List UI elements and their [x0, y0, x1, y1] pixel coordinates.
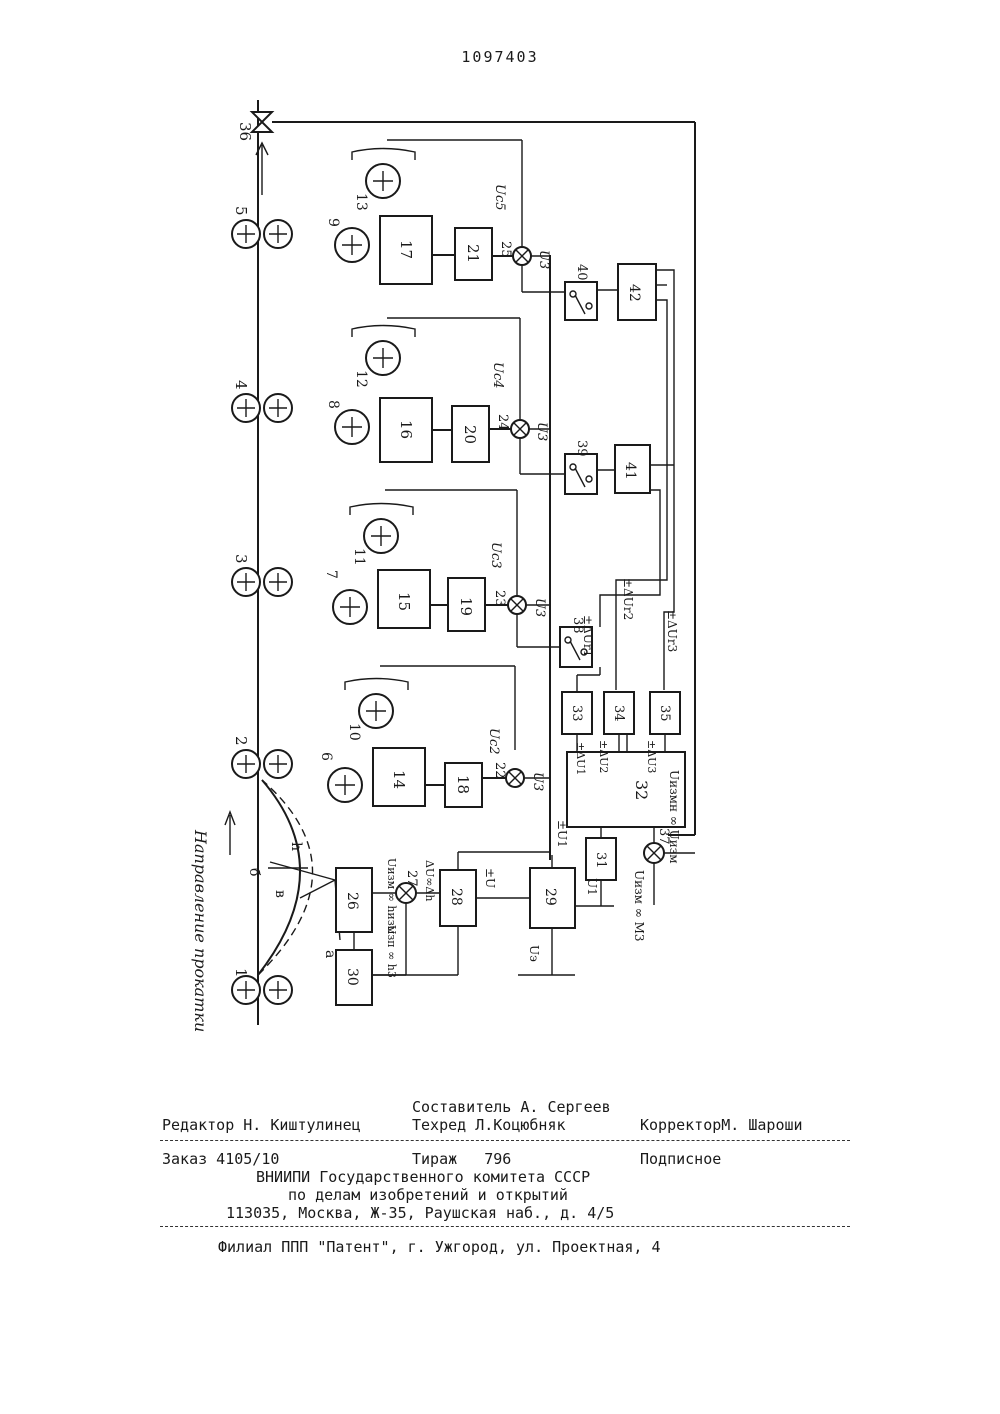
svg-text:±ΔU2: ±ΔU2	[597, 740, 610, 773]
svg-text:4: 4	[232, 380, 250, 390]
svg-text:±ΔU3: ±ΔU3	[645, 740, 658, 773]
strip-loop	[258, 780, 300, 975]
svg-text:17: 17	[397, 240, 415, 259]
svg-text:35: 35	[657, 705, 672, 722]
svg-text:10: 10	[346, 723, 362, 741]
svg-text:20: 20	[461, 425, 479, 444]
svg-text:40: 40	[574, 264, 589, 281]
drive-unit-3: 15 7 11 19 23 Uc3 U3	[323, 490, 547, 631]
footer-org1: ВНИИПИ Государственного комитета СССР	[256, 1168, 590, 1186]
svg-text:9: 9	[325, 218, 341, 227]
svg-text:U3: U3	[532, 598, 547, 617]
svg-text:34: 34	[611, 705, 626, 722]
drive-unit-2: 14 6 10 18 22 Uc2 U3	[318, 666, 545, 807]
svg-text:ΔU∞Δh: ΔU∞Δh	[423, 860, 436, 901]
footer-address: 113035, Москва, Ж-35, Раушская наб., д. …	[226, 1204, 614, 1222]
svg-text:2: 2	[232, 736, 250, 746]
svg-text:Uэ: Uэ	[527, 945, 541, 962]
footer-subscription: Подписное	[640, 1150, 721, 1168]
direction-label: Направление прокатки	[191, 829, 210, 1032]
svg-text:19: 19	[457, 597, 475, 616]
footer-editor: Редактор Н. Киштулинец	[162, 1116, 361, 1134]
svg-text:24: 24	[495, 414, 510, 431]
svg-text:Uc4: Uc4	[490, 362, 505, 389]
stand-1: 1	[232, 968, 292, 1004]
stand-3: 3	[232, 554, 292, 596]
footer-circulation: Тираж 796	[412, 1150, 511, 1168]
svg-text:29: 29	[542, 888, 558, 906]
switch-39: 39	[520, 438, 597, 494]
footer-order: Заказ 4105/10	[162, 1150, 279, 1168]
svg-text:6: 6	[318, 752, 334, 761]
svg-text:Uc2: Uc2	[486, 728, 501, 755]
svg-text:±ΔUr1: ±ΔUr1	[581, 615, 595, 657]
footer-compiler: Составитель А. Сергеев	[412, 1098, 611, 1116]
svg-text:Uизм ∞ hизм: Uизм ∞ hизм	[385, 858, 398, 935]
svg-text:33: 33	[569, 705, 584, 722]
switch-38: 38	[517, 614, 592, 667]
svg-text:27: 27	[404, 870, 419, 887]
stand-2: 2	[232, 736, 292, 778]
svg-text:Uзп ∞ h3: Uзп ∞ h3	[385, 925, 398, 978]
footer-divider-2	[160, 1226, 850, 1227]
svg-text:28: 28	[448, 888, 464, 906]
svg-text:8: 8	[325, 400, 341, 409]
svg-text:Uизм ∞ M3: Uизм ∞ M3	[632, 870, 646, 942]
svg-text:39: 39	[574, 440, 589, 457]
svg-text:25: 25	[498, 241, 513, 258]
svg-text:Uc5: Uc5	[492, 184, 507, 211]
drive-unit-5: 17 9 13 21 25 Uc5 U3	[325, 140, 551, 284]
svg-text:±ΔUr3: ±ΔUr3	[665, 610, 679, 652]
footer-divider-1	[160, 1140, 850, 1141]
stand-5: 5	[232, 206, 292, 248]
svg-text:41: 41	[622, 462, 638, 480]
drive-unit-4: 16 8 12 20 24 Uc4 U3	[325, 318, 549, 462]
switch-40: 40	[522, 264, 597, 320]
svg-text:21: 21	[464, 244, 482, 263]
svg-text:14: 14	[390, 770, 408, 789]
svg-text:U3: U3	[536, 250, 551, 269]
svg-text:42: 42	[626, 284, 642, 302]
svg-text:32: 32	[632, 780, 651, 800]
svg-text:30: 30	[344, 968, 360, 986]
svg-text:U3: U3	[534, 422, 549, 441]
footer-branch: Филиал ППП "Патент", г. Ужгород, ул. Про…	[218, 1238, 661, 1256]
footer-org2: по делам изобретений и открытий	[288, 1186, 568, 1204]
svg-text:U1: U1	[585, 878, 599, 896]
svg-text:26: 26	[344, 892, 360, 910]
footer-techred: Техред Л.Коцюбняк	[412, 1116, 566, 1134]
footer-corrector: КорректорМ. Шароши	[640, 1116, 803, 1134]
stand-4: 4	[232, 380, 292, 422]
svg-text:h: h	[288, 842, 304, 851]
svg-text:U3: U3	[530, 772, 545, 791]
svg-text:Uc3: Uc3	[488, 542, 503, 569]
svg-text:12: 12	[353, 370, 369, 388]
svg-text:22: 22	[492, 762, 507, 779]
svg-text:±ΔU1: ±ΔU1	[574, 742, 587, 775]
svg-text:3: 3	[232, 554, 250, 564]
svg-text:13: 13	[353, 193, 369, 211]
svg-text:±U: ±U	[483, 868, 497, 888]
svg-text:Uизмн ∞ Uизм: Uизмн ∞ Uизм	[667, 770, 681, 864]
label-36: 36	[236, 122, 254, 141]
svg-text:±ΔUr2: ±ΔUr2	[621, 578, 635, 620]
svg-text:31: 31	[593, 852, 608, 869]
svg-text:15: 15	[395, 592, 413, 611]
block-diagram: 36 1 2 3 4 5 б в h а Направление прокатк…	[0, 0, 1000, 1070]
svg-text:18: 18	[454, 775, 472, 794]
gauge-sensor-36	[252, 112, 272, 122]
svg-text:23: 23	[492, 590, 507, 607]
svg-text:1: 1	[232, 968, 250, 978]
svg-text:7: 7	[323, 570, 339, 579]
svg-text:±U1: ±U1	[555, 820, 569, 848]
svg-text:5: 5	[232, 206, 250, 216]
svg-text:в: в	[272, 890, 288, 898]
svg-text:16: 16	[397, 420, 415, 439]
svg-text:11: 11	[351, 548, 367, 566]
svg-text:б: б	[246, 868, 262, 876]
